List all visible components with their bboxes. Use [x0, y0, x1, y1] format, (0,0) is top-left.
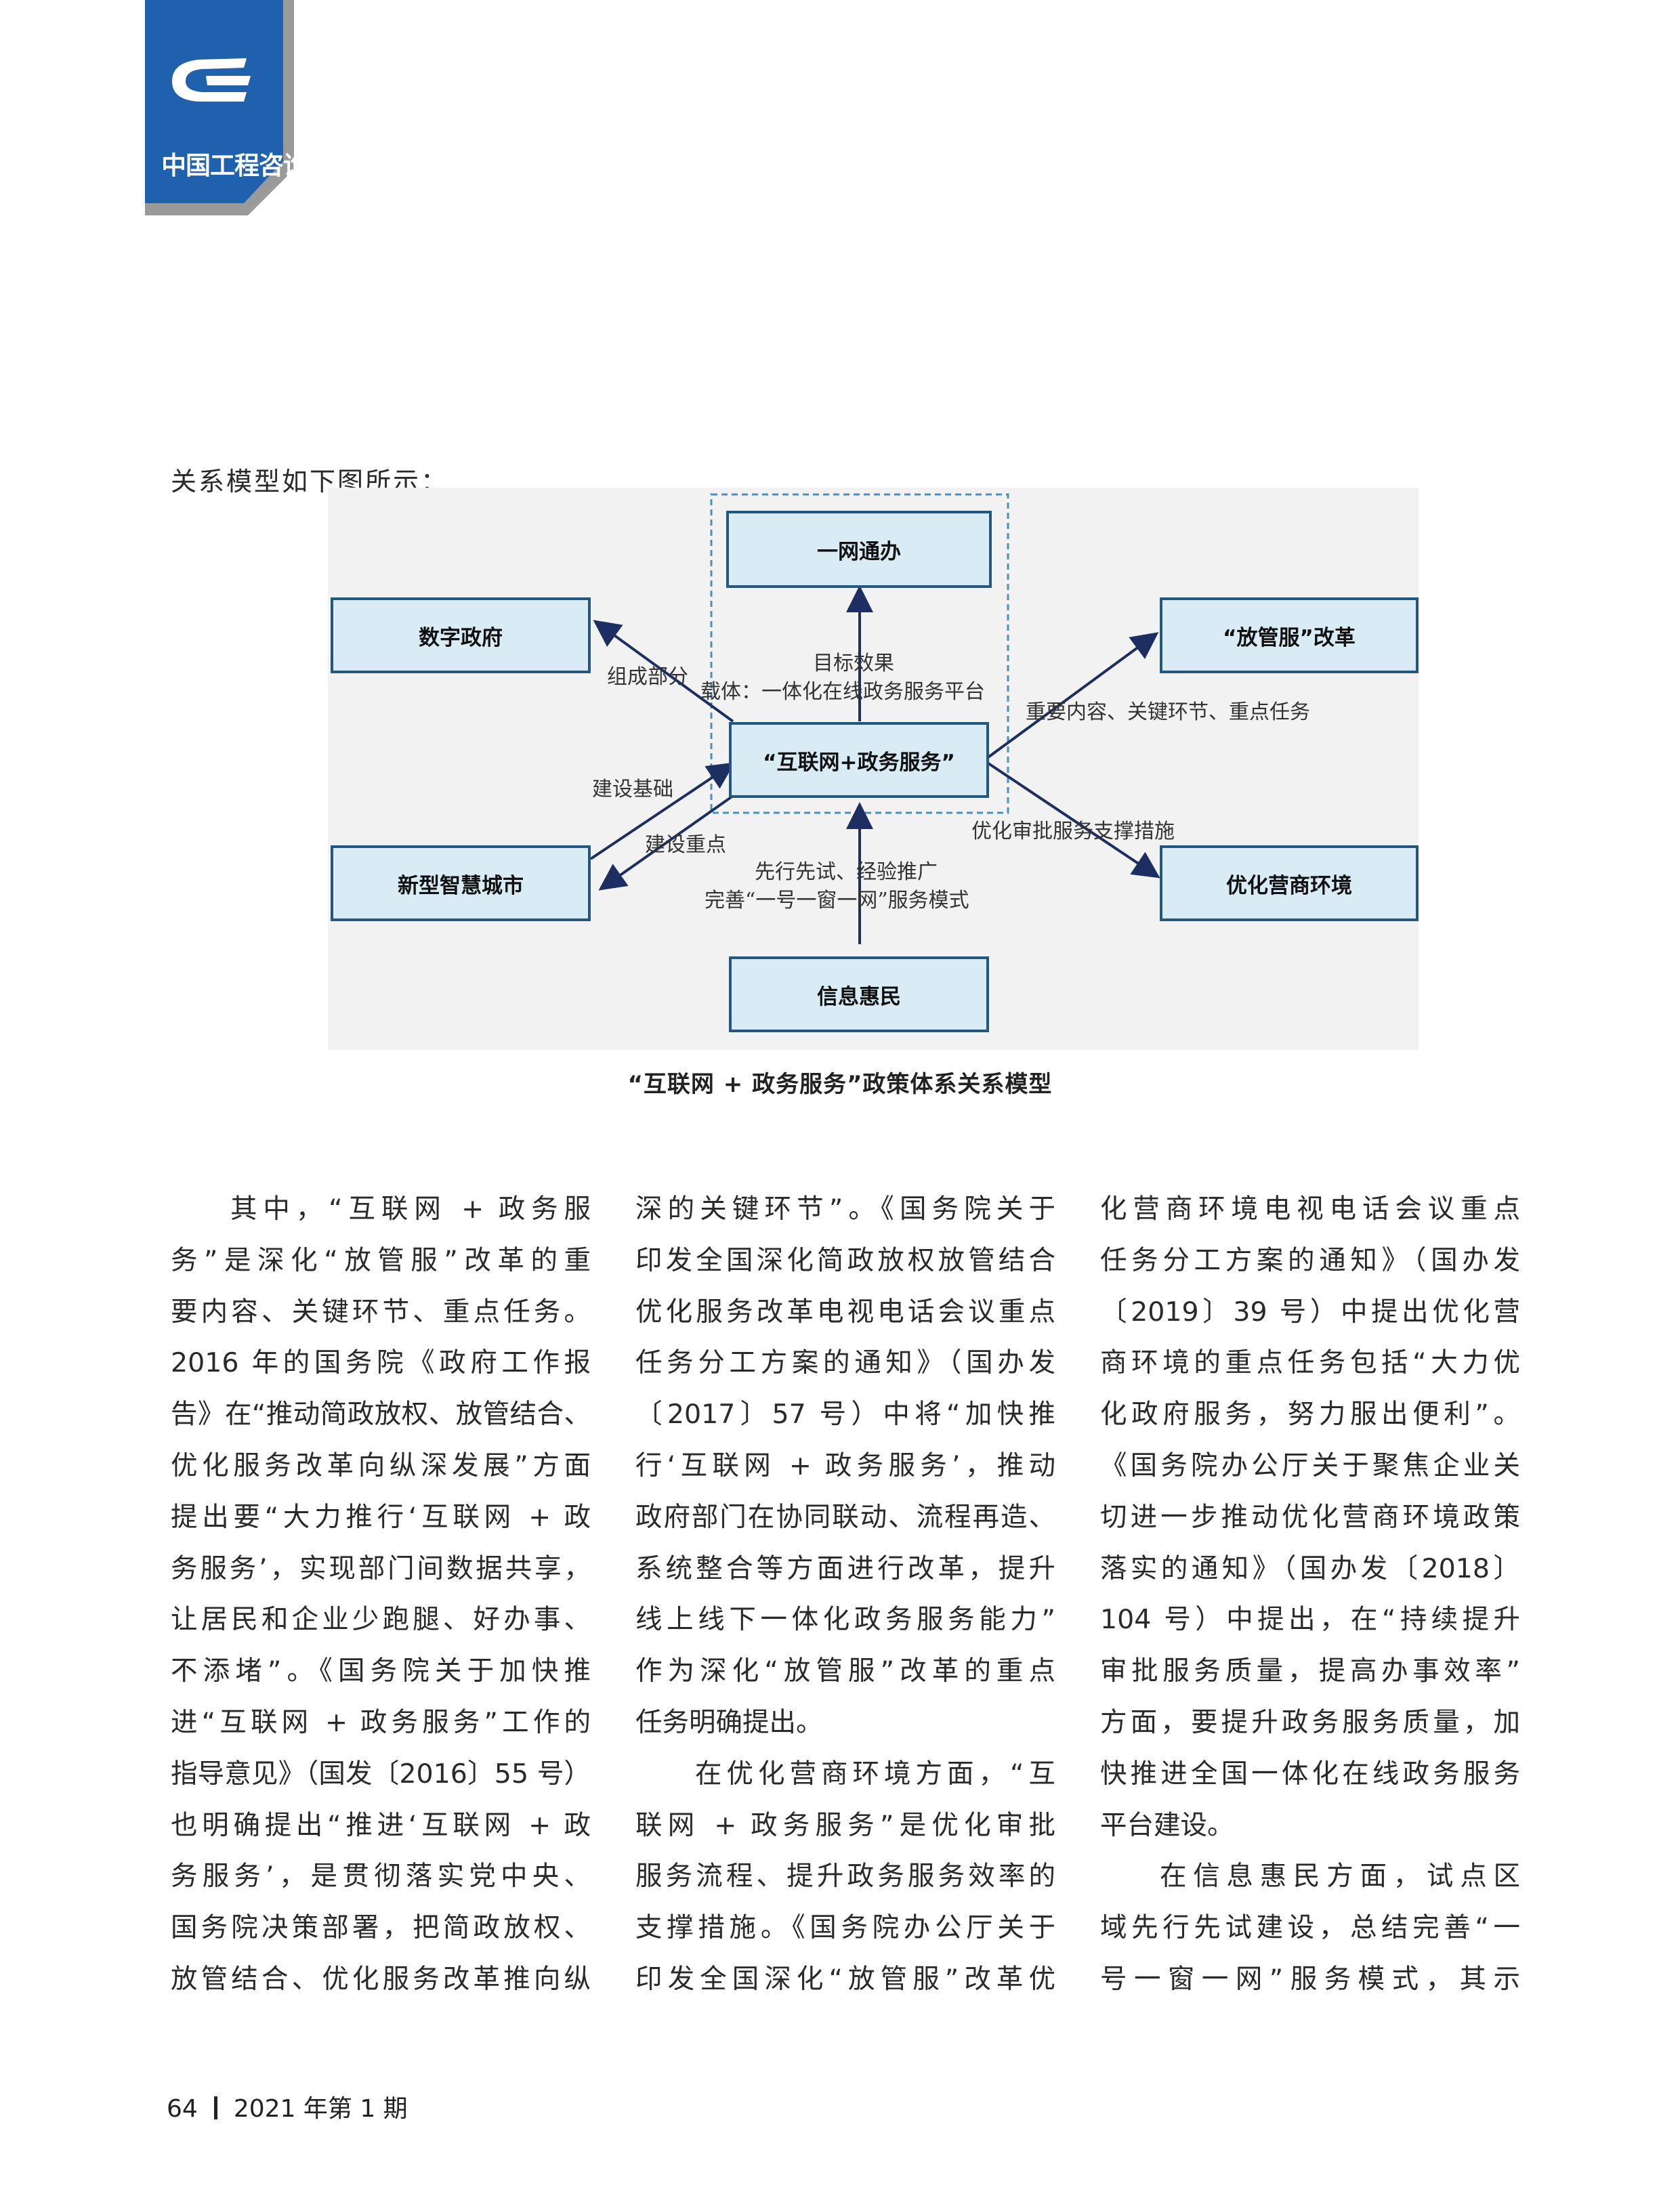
magazine-name: 中国工程咨询 — [161, 151, 308, 180]
text-line: 其中，“互联网 + 政务服 — [230, 1193, 591, 1225]
text-line: 域先行先试建设，总结完善“一 — [1100, 1912, 1520, 1944]
text-line: 〔2017〕57 号）中将“加快推 — [635, 1399, 1055, 1431]
text-line: 指导意见》（国发〔2016〕55 号） — [171, 1758, 591, 1790]
text-line: 要内容、关键环节、重点任务。 — [171, 1296, 591, 1328]
text-line: 告》在“推动简政放权、放管结合、 — [171, 1399, 591, 1431]
node-business-environment: 优化营商环境 — [1160, 845, 1419, 921]
label-optimize-support: 优化审批服务支撑措施 — [971, 820, 1175, 843]
text-line: 〔2019〕39 号）中提出优化营 — [1100, 1296, 1520, 1328]
text-line: 务服务’，是贯彻落实党中央、 — [171, 1861, 591, 1892]
diagram-connectors — [589, 493, 1160, 944]
text-line: 印发全国深化简政放权放管结合 — [635, 1244, 1055, 1276]
text-line: 104 号）中提出，在“持续提升 — [1100, 1604, 1520, 1636]
text-line: 行‘互联网 + 政务服务’，推动 — [635, 1450, 1055, 1481]
arrow-to-digital-gov — [593, 620, 734, 723]
text-line: 在信息惠民方面，试点区 — [1160, 1861, 1520, 1892]
text-line: 任务明确提出。 — [635, 1706, 823, 1738]
text-line: 务服务’，实现部门间数据共享， — [171, 1552, 591, 1584]
text-line: 平台建设。 — [1100, 1809, 1234, 1841]
arrow-to-business-env — [985, 761, 1160, 879]
text-line: 提出要“大力推行‘互联网 + 政 — [171, 1501, 591, 1533]
figure-caption: “互联网 + 政务服务”政策体系关系模型 — [627, 1071, 1053, 1098]
text-line: 放管结合、优化服务改革推向纵 — [171, 1963, 591, 1995]
label-build-base: 建设基础 — [592, 778, 673, 801]
issue-label: 2021 年第 1 期 — [233, 2095, 408, 2123]
footer-divider — [213, 2096, 217, 2119]
page-footer: 64 2021 年第 1 期 — [167, 2089, 408, 2124]
text-line: 线上线下一体化政务服务能力” — [635, 1604, 1055, 1636]
text-line: 优化服务改革电视电话会议重点 — [635, 1296, 1055, 1328]
text-line: 服务流程、提升政务服务效率的 — [635, 1861, 1055, 1892]
text-line: 《国务院办公厅关于聚焦企业关 — [1100, 1450, 1520, 1481]
text-line: 2016 年的国务院《政府工作报 — [171, 1347, 591, 1379]
text-line: 系统整合等方面进行改革，提升 — [635, 1552, 1055, 1584]
text-line: 不添堵”。《国务院关于加快推 — [171, 1655, 591, 1687]
text-line: 任务分工方案的通知》（国办发 — [635, 1347, 1055, 1379]
text-column-2: 深的关键环节”。《国务院关于 印发全国深化简政放权放管结合 优化服务改革电视电话… — [635, 1184, 1055, 2006]
text-line: 切进一步推动优化营商环境政策 — [1100, 1501, 1520, 1533]
label-target-effect: 目标效果 — [813, 652, 894, 675]
text-line: 任务分工方案的通知》（国办发 — [1100, 1244, 1520, 1276]
label-carrier: 载体：一体化在线政务服务平台 — [700, 680, 985, 704]
text-line: 化营商环境电视电话会议重点 — [1100, 1193, 1520, 1225]
text-line: 在优化营商环境方面，“互 — [695, 1758, 1055, 1790]
label-build-focus: 建设重点 — [645, 833, 726, 857]
node-digital-government: 数字政府 — [331, 597, 591, 673]
text-line: 印发全国深化“放管服”改革优 — [635, 1963, 1055, 1995]
node-info-benefit: 信息惠民 — [729, 956, 989, 1032]
label-component: 组成部分 — [607, 665, 688, 689]
arrow-to-reform — [985, 632, 1159, 760]
text-line: 国务院决策部署，把简政放权、 — [171, 1912, 591, 1944]
text-line: 作为深化“放管服”改革的重点 — [635, 1655, 1055, 1687]
magazine-logo — [145, 0, 294, 215]
node-internet-gov-service: “互联网+政务服务” — [729, 722, 989, 798]
text-line: 联网 + 政务服务”是优化审批 — [635, 1809, 1055, 1841]
label-key-content: 重要内容、关键环节、重点任务 — [1026, 700, 1310, 724]
text-line: 进“互联网 + 政务服务”工作的 — [171, 1706, 591, 1738]
text-line: 化政府服务，努力服出便利”。 — [1100, 1399, 1520, 1431]
relationship-diagram: 一网通办 数字政府 “放管服”改革 “互联网+政务服务” 新型智慧城市 优化营商… — [328, 488, 1419, 1050]
text-line: 方面，要提升政务服务质量，加 — [1100, 1706, 1520, 1738]
node-smart-city: 新型智慧城市 — [331, 845, 591, 921]
text-line: 优化服务改革向纵深发展”方面 — [171, 1450, 591, 1481]
text-line: 支撑措施。《国务院办公厅关于 — [635, 1912, 1055, 1944]
text-line: 落实的通知》（国办发〔2018〕 — [1100, 1552, 1520, 1584]
text-line: 号一窗一网”服务模式，其示 — [1100, 1963, 1520, 1995]
label-pilot-first: 先行先试、经验推广 — [755, 860, 938, 884]
text-line: 商环境的重点任务包括“大力优 — [1100, 1347, 1520, 1379]
arrow-build-focus — [598, 790, 741, 891]
label-improve-mode: 完善“一号一窗一网”服务模式 — [705, 889, 969, 912]
arrow-build-base — [589, 762, 735, 860]
text-line: 深的关键环节”。《国务院关于 — [635, 1193, 1055, 1225]
text-line: 务”是深化“放管服”改革的重 — [171, 1244, 591, 1276]
node-one-network: 一网通办 — [726, 511, 992, 588]
text-line: 快推进全国一体化在线政务服务 — [1100, 1758, 1520, 1790]
page-number: 64 — [167, 2095, 198, 2123]
text-line: 审批服务质量，提高办事效率” — [1100, 1655, 1520, 1687]
text-line: 也明确提出“推进‘互联网 + 政 — [171, 1809, 591, 1841]
text-line: 让居民和企业少跑腿、好办事、 — [171, 1604, 591, 1636]
text-column-3: 化营商环境电视电话会议重点 任务分工方案的通知》（国办发 〔2019〕39 号）… — [1100, 1184, 1520, 2006]
text-column-1: 其中，“互联网 + 政务服 务”是深化“放管服”改革的重 要内容、关键环节、重点… — [171, 1184, 591, 2006]
text-line: 政府部门在协同联动、流程再造、 — [635, 1501, 1055, 1533]
node-reform: “放管服”改革 — [1160, 597, 1419, 673]
